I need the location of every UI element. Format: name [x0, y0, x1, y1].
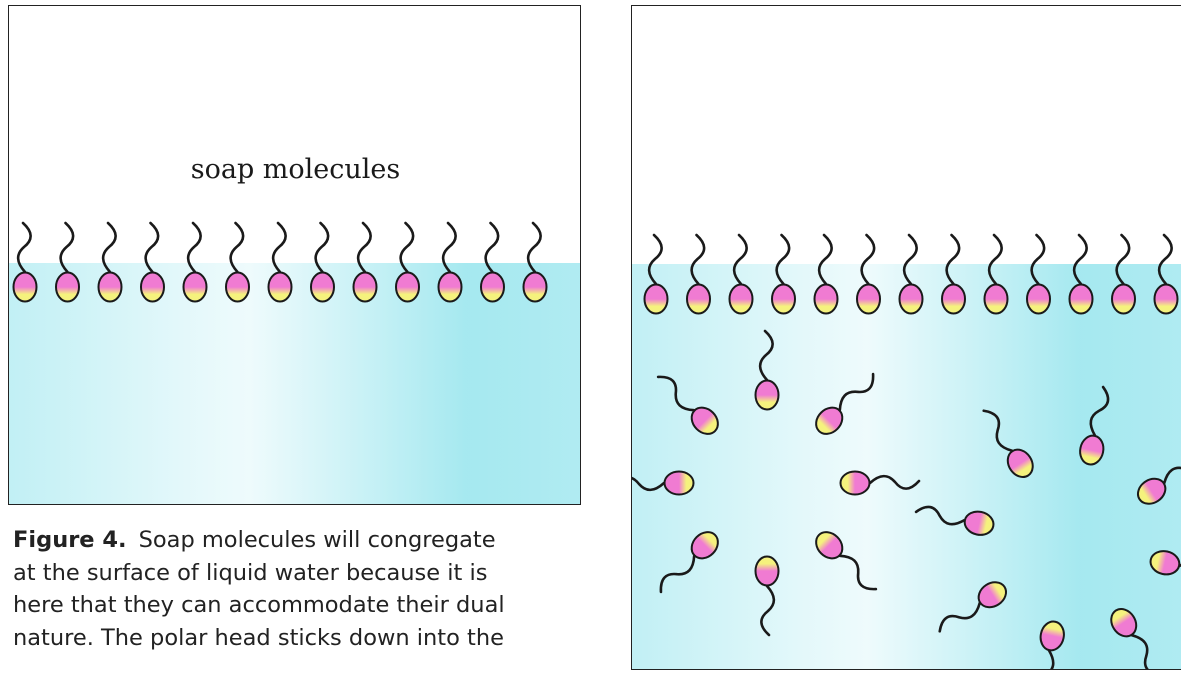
polar-head [900, 285, 923, 314]
polar-head [14, 273, 37, 302]
polar-head [1155, 285, 1178, 314]
polar-head [311, 273, 334, 302]
water-region [632, 264, 1181, 670]
soap-molecule [439, 223, 462, 302]
soap-molecule [56, 223, 79, 302]
caption-line: Soap molecules will congregate [139, 527, 496, 553]
polar-head [56, 273, 79, 302]
polar-head [354, 273, 377, 302]
figure-caption: Figure 4.Soap molecules will congregate … [13, 524, 603, 654]
micelle-illustration [632, 6, 1181, 670]
polar-head [687, 285, 710, 314]
polar-head [857, 285, 880, 314]
polar-head [985, 285, 1008, 314]
polar-head [269, 273, 292, 302]
polar-head [439, 273, 462, 302]
caption-line: here that they can accommodate their dua… [13, 589, 603, 622]
caption-line: nature. The polar head sticks down into … [13, 622, 603, 655]
soap-molecule [99, 223, 122, 302]
surface-illustration [9, 6, 581, 505]
polar-head [226, 273, 249, 302]
polar-head [1027, 285, 1050, 314]
caption-line: at the surface of liquid water because i… [13, 557, 603, 590]
polar-head [645, 285, 668, 314]
polar-head [841, 472, 870, 495]
polar-head [1070, 285, 1093, 314]
polar-head [99, 273, 122, 302]
polar-head [481, 273, 504, 302]
polar-head [141, 273, 164, 302]
soap-molecule [141, 223, 164, 302]
polar-head [942, 285, 965, 314]
soap-molecule [354, 223, 377, 302]
polar-head [756, 381, 779, 410]
soap-molecules-label: soap molecules [9, 154, 581, 185]
soap-molecule [226, 223, 249, 302]
soap-molecule [311, 223, 334, 302]
polar-head [524, 273, 547, 302]
polar-head [815, 285, 838, 314]
polar-head [730, 285, 753, 314]
polar-head [756, 557, 779, 586]
soap-molecule [524, 223, 547, 302]
polar-head [184, 273, 207, 302]
soap-molecule [184, 223, 207, 302]
figure-number: Figure 4. [13, 527, 127, 553]
polar-head [665, 472, 694, 495]
soap-molecule [396, 223, 419, 302]
micelle-panel [631, 5, 1181, 670]
polar-head [396, 273, 419, 302]
polar-head [772, 285, 795, 314]
soap-molecule [269, 223, 292, 302]
soap-molecule [14, 223, 37, 302]
soap-molecule [481, 223, 504, 302]
polar-head [1112, 285, 1135, 314]
surface-panel: soap molecules [8, 5, 581, 505]
